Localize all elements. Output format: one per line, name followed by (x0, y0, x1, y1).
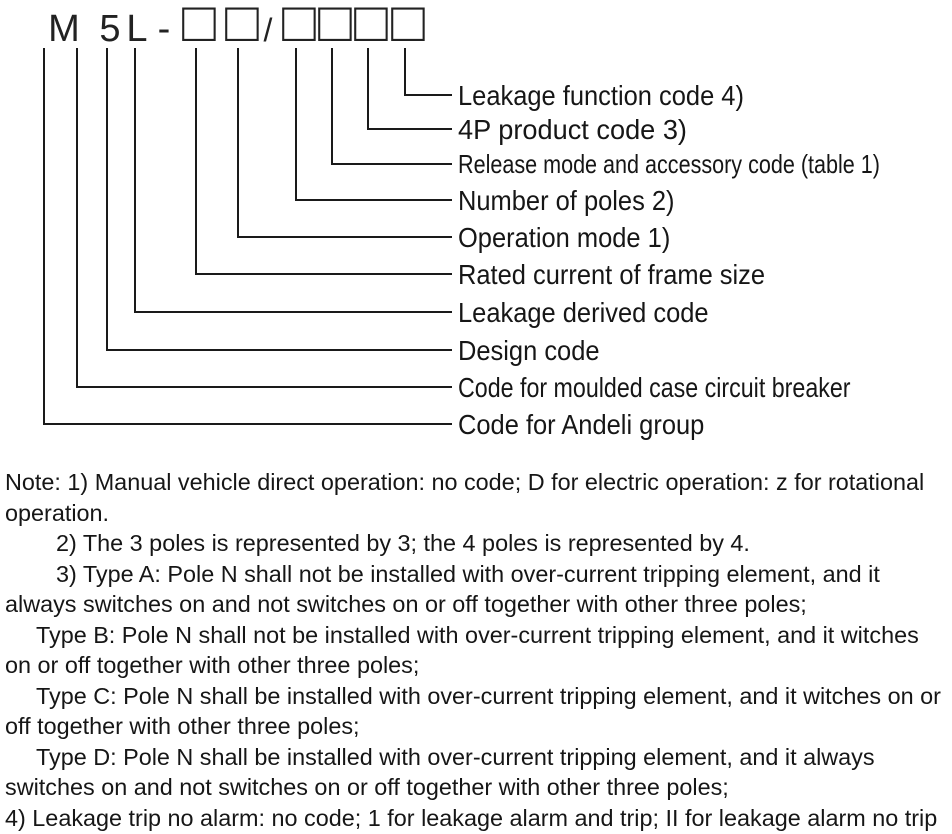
code-box-leakage-function: □ (391, 0, 425, 53)
label-moulded-case-code: Code for moulded case circuit breaker (458, 373, 851, 403)
label-4p-product-code: 4P product code 3) (458, 114, 687, 145)
leader-line-moulded-case (76, 48, 452, 388)
label-number-of-poles: Number of poles 2) (458, 185, 675, 216)
note-line: Note: 1) Manual vehicle direct operation… (5, 469, 925, 495)
label-operation-mode: Operation mode 1) (458, 222, 670, 253)
code-char-l: L (126, 8, 147, 50)
label-andeli-group-code: Code for Andeli group (458, 409, 704, 440)
code-box-number-of-poles: □ (282, 0, 316, 53)
code-legend: Leakage function code 4) 4P product code… (458, 80, 880, 440)
leader-line-rated-current (195, 48, 452, 275)
leader-line-andeli-group (43, 48, 452, 425)
label-design-code: Design code (458, 335, 600, 366)
leader-line-leakage-function (404, 48, 452, 96)
leader-line-leakage-derived (134, 48, 452, 313)
code-box-4p-product: □ (354, 0, 388, 53)
leader-line-number-of-poles (295, 48, 452, 201)
note-line: 3) Type A: Pole N shall not be installed… (56, 560, 880, 587)
model-code-diagram: M 5 L - □ □ / □ □ □ □ Leakage function c… (43, 0, 880, 440)
note-line: Type C: Pole N shall be installed with o… (36, 682, 941, 709)
leader-line-release-mode (331, 48, 452, 165)
label-release-mode-code: Release mode and accessory code (table 1… (458, 150, 880, 179)
label-leakage-derived-code: Leakage derived code (458, 297, 709, 328)
label-leakage-function-code: Leakage function code 4) (458, 80, 744, 111)
code-box-rated-current: □ (182, 0, 216, 53)
note-line: 2) The 3 poles is represented by 3; the … (56, 530, 750, 556)
code-char-5: 5 (99, 8, 120, 50)
leader-line-operation-mode (237, 48, 452, 238)
note-line: Type D: Pole N shall be installed with o… (36, 743, 875, 770)
note-line: on or off together with other three pole… (5, 652, 420, 678)
label-rated-current: Rated current of frame size (458, 259, 765, 290)
notes-section: Note: 1) Manual vehicle direct operation… (0, 467, 952, 833)
leader-line-4p-product (367, 48, 452, 130)
leader-lines (43, 48, 452, 425)
leader-line-design-code (106, 48, 452, 351)
code-box-release-mode: □ (318, 0, 352, 53)
note-line: always switches on and not switches on o… (5, 591, 807, 617)
note-line: switches on and not switches on or off t… (5, 774, 729, 800)
note-line: operation. (5, 499, 110, 526)
code-hyphen: - (158, 8, 171, 50)
code-slash: / (264, 12, 273, 48)
code-box-operation-mode: □ (225, 0, 259, 53)
model-code: M 5 L - □ □ / □ □ □ □ (48, 0, 425, 53)
note-line: Type B: Pole N shall not be installed wi… (36, 621, 919, 648)
note-line: off together with other three poles; (5, 713, 360, 739)
code-char-m: M (48, 8, 80, 50)
note-line: 4) Leakage trip no alarm: no code; 1 for… (5, 804, 938, 831)
